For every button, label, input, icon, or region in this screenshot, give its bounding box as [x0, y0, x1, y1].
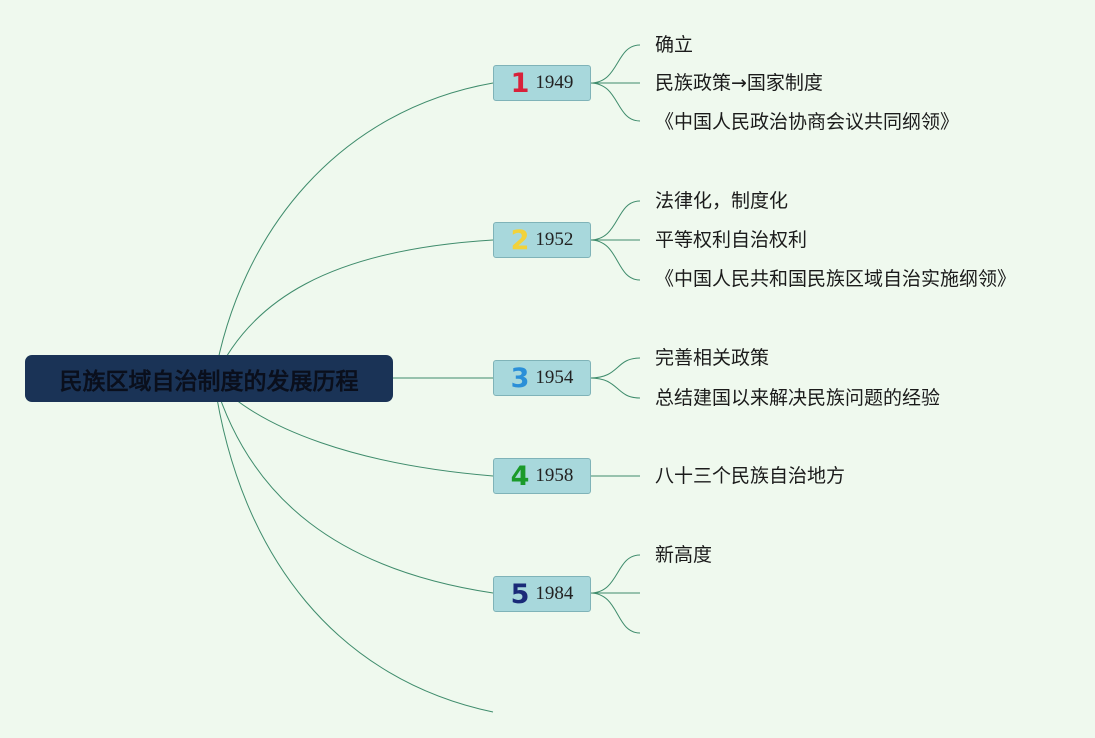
- year-label: 1949: [535, 72, 574, 93]
- node-1949-item-1[interactable]: 确立: [655, 34, 694, 56]
- link-root-extra: [213, 379, 494, 713]
- link-1952-item-3: [589, 239, 641, 281]
- year-node-1952[interactable]: 2 1952: [493, 222, 591, 258]
- year-node-1954[interactable]: 3 1954: [493, 360, 591, 396]
- node-1952-item-1[interactable]: 法律化，制度化: [655, 190, 789, 212]
- node-1954-item-1[interactable]: 完善相关政策: [655, 347, 770, 369]
- root-title: 民族区域自治制度的发展历程: [59, 368, 359, 395]
- link-root-1984: [213, 379, 494, 594]
- year-node-1958[interactable]: 4 1958: [493, 458, 591, 494]
- node-1952-item-3[interactable]: 《中国人民共和国民族区域自治实施纲领》: [655, 268, 1017, 290]
- year-label: 1984: [535, 583, 574, 604]
- year-node-1949[interactable]: 1 1949: [493, 65, 591, 101]
- priority-5-icon: 5: [510, 578, 530, 610]
- year-label: 1952: [535, 229, 574, 250]
- node-1952-item-2[interactable]: 平等权利自治权利: [655, 229, 808, 251]
- year-label: 1954: [535, 367, 574, 388]
- year-node-1984[interactable]: 5 1984: [493, 576, 591, 612]
- link-root-1949: [213, 82, 494, 381]
- link-1984-item-1: [589, 554, 641, 594]
- link-1952-item-1: [589, 200, 641, 241]
- node-1958-item-1[interactable]: 八十三个民族自治地方: [655, 465, 846, 487]
- priority-1-icon: 1: [510, 67, 530, 99]
- link-1954-item-1: [589, 357, 641, 379]
- node-1954-item-2[interactable]: 总结建国以来解决民族问题的经验: [655, 387, 941, 409]
- link-1949-item-1: [589, 44, 641, 84]
- year-label: 1958: [535, 465, 574, 486]
- node-1949-item-3[interactable]: 《中国人民政治协商会议共同纲领》: [655, 111, 960, 133]
- root-topic[interactable]: 民族区域自治制度的发展历程: [25, 355, 393, 402]
- link-1954-item-2: [589, 377, 641, 399]
- link-1949-item-3: [589, 82, 641, 122]
- priority-4-icon: 4: [510, 460, 530, 492]
- priority-3-icon: 3: [510, 362, 530, 394]
- link-root-1952: [213, 239, 494, 381]
- node-1949-item-2[interactable]: 民族政策→国家制度: [655, 72, 823, 94]
- priority-2-icon: 2: [510, 224, 530, 256]
- node-1984-item-1[interactable]: 新高度: [655, 544, 713, 566]
- link-1984-item-3: [589, 592, 641, 634]
